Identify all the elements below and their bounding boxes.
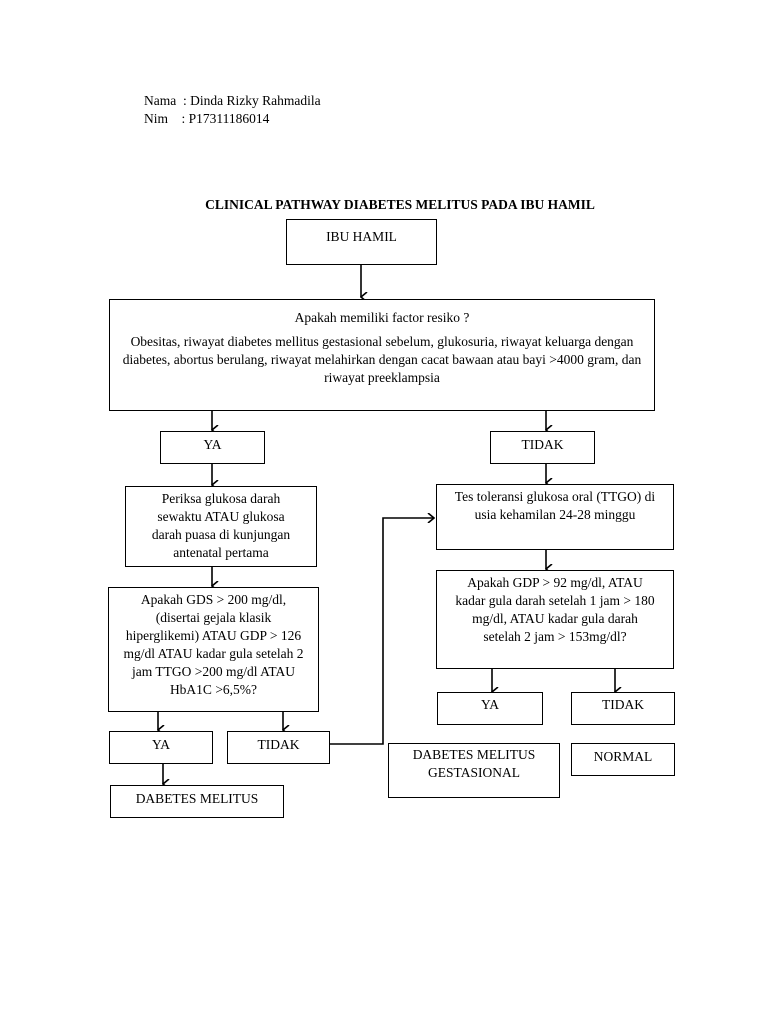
- student-name: Nama : Dinda Rizky Rahmadila: [144, 93, 321, 108]
- node-risk-factors: Apakah memiliki factor resiko ? Obesitas…: [109, 299, 655, 411]
- risk-question: Apakah memiliki factor resiko ?: [294, 310, 470, 325]
- node-ya-bottom-left: YA: [109, 731, 213, 764]
- node-tidak-bottom-right-label: TIDAK: [602, 697, 644, 712]
- node-check-glucose-label: Periksa glukosa darah sewaktu ATAU gluko…: [151, 491, 291, 560]
- diagram-title: CLINICAL PATHWAY DIABETES MELITUS PADA I…: [205, 197, 595, 212]
- node-ttgo-test-label: Tes toleransi glukosa oral (TTGO) di usi…: [454, 489, 656, 522]
- node-gdp-question: Apakah GDP > 92 mg/dl, ATAU kadar gula d…: [436, 570, 674, 669]
- node-check-glucose: Periksa glukosa darah sewaktu ATAU gluko…: [125, 486, 317, 567]
- node-dm-gestasional: DABETES MELITUS GESTASIONAL: [388, 743, 560, 798]
- node-ibu-hamil-label: IBU HAMIL: [326, 229, 397, 244]
- node-gds-question: Apakah GDS > 200 mg/dl, (disertai gejala…: [108, 587, 319, 712]
- node-gdp-question-label: Apakah GDP > 92 mg/dl, ATAU kadar gula d…: [455, 575, 655, 644]
- node-dm-gestasional-label: DABETES MELITUS GESTASIONAL: [412, 747, 536, 780]
- node-ya-left: YA: [160, 431, 265, 464]
- node-ya-bottom-right-label: YA: [480, 697, 499, 712]
- node-tidak-bottom-left-label: TIDAK: [257, 737, 300, 752]
- risk-factor-list: Obesitas, riwayat diabetes mellitus gest…: [122, 334, 642, 385]
- node-ibu-hamil: IBU HAMIL: [286, 219, 437, 265]
- node-ya-bottom-right: YA: [437, 692, 543, 725]
- node-gds-question-label: Apakah GDS > 200 mg/dl, (disertai gejala…: [123, 592, 304, 697]
- node-normal: NORMAL: [571, 743, 675, 776]
- node-diabetes-melitus-label: DABETES MELITUS: [135, 791, 259, 806]
- student-nim: Nim : P17311186014: [144, 111, 270, 126]
- node-tidak-right: TIDAK: [490, 431, 595, 464]
- node-tidak-right-label: TIDAK: [521, 437, 564, 452]
- node-diabetes-melitus: DABETES MELITUS: [110, 785, 284, 818]
- arrow-tidak-to-ttgo-elbow: [329, 518, 434, 745]
- node-tidak-bottom-left: TIDAK: [227, 731, 330, 764]
- node-normal-label: NORMAL: [593, 749, 653, 764]
- node-ya-left-label: YA: [203, 437, 222, 452]
- node-tidak-bottom-right: TIDAK: [571, 692, 675, 725]
- node-ya-bottom-left-label: YA: [151, 737, 170, 752]
- node-ttgo-test: Tes toleransi glukosa oral (TTGO) di usi…: [436, 484, 674, 550]
